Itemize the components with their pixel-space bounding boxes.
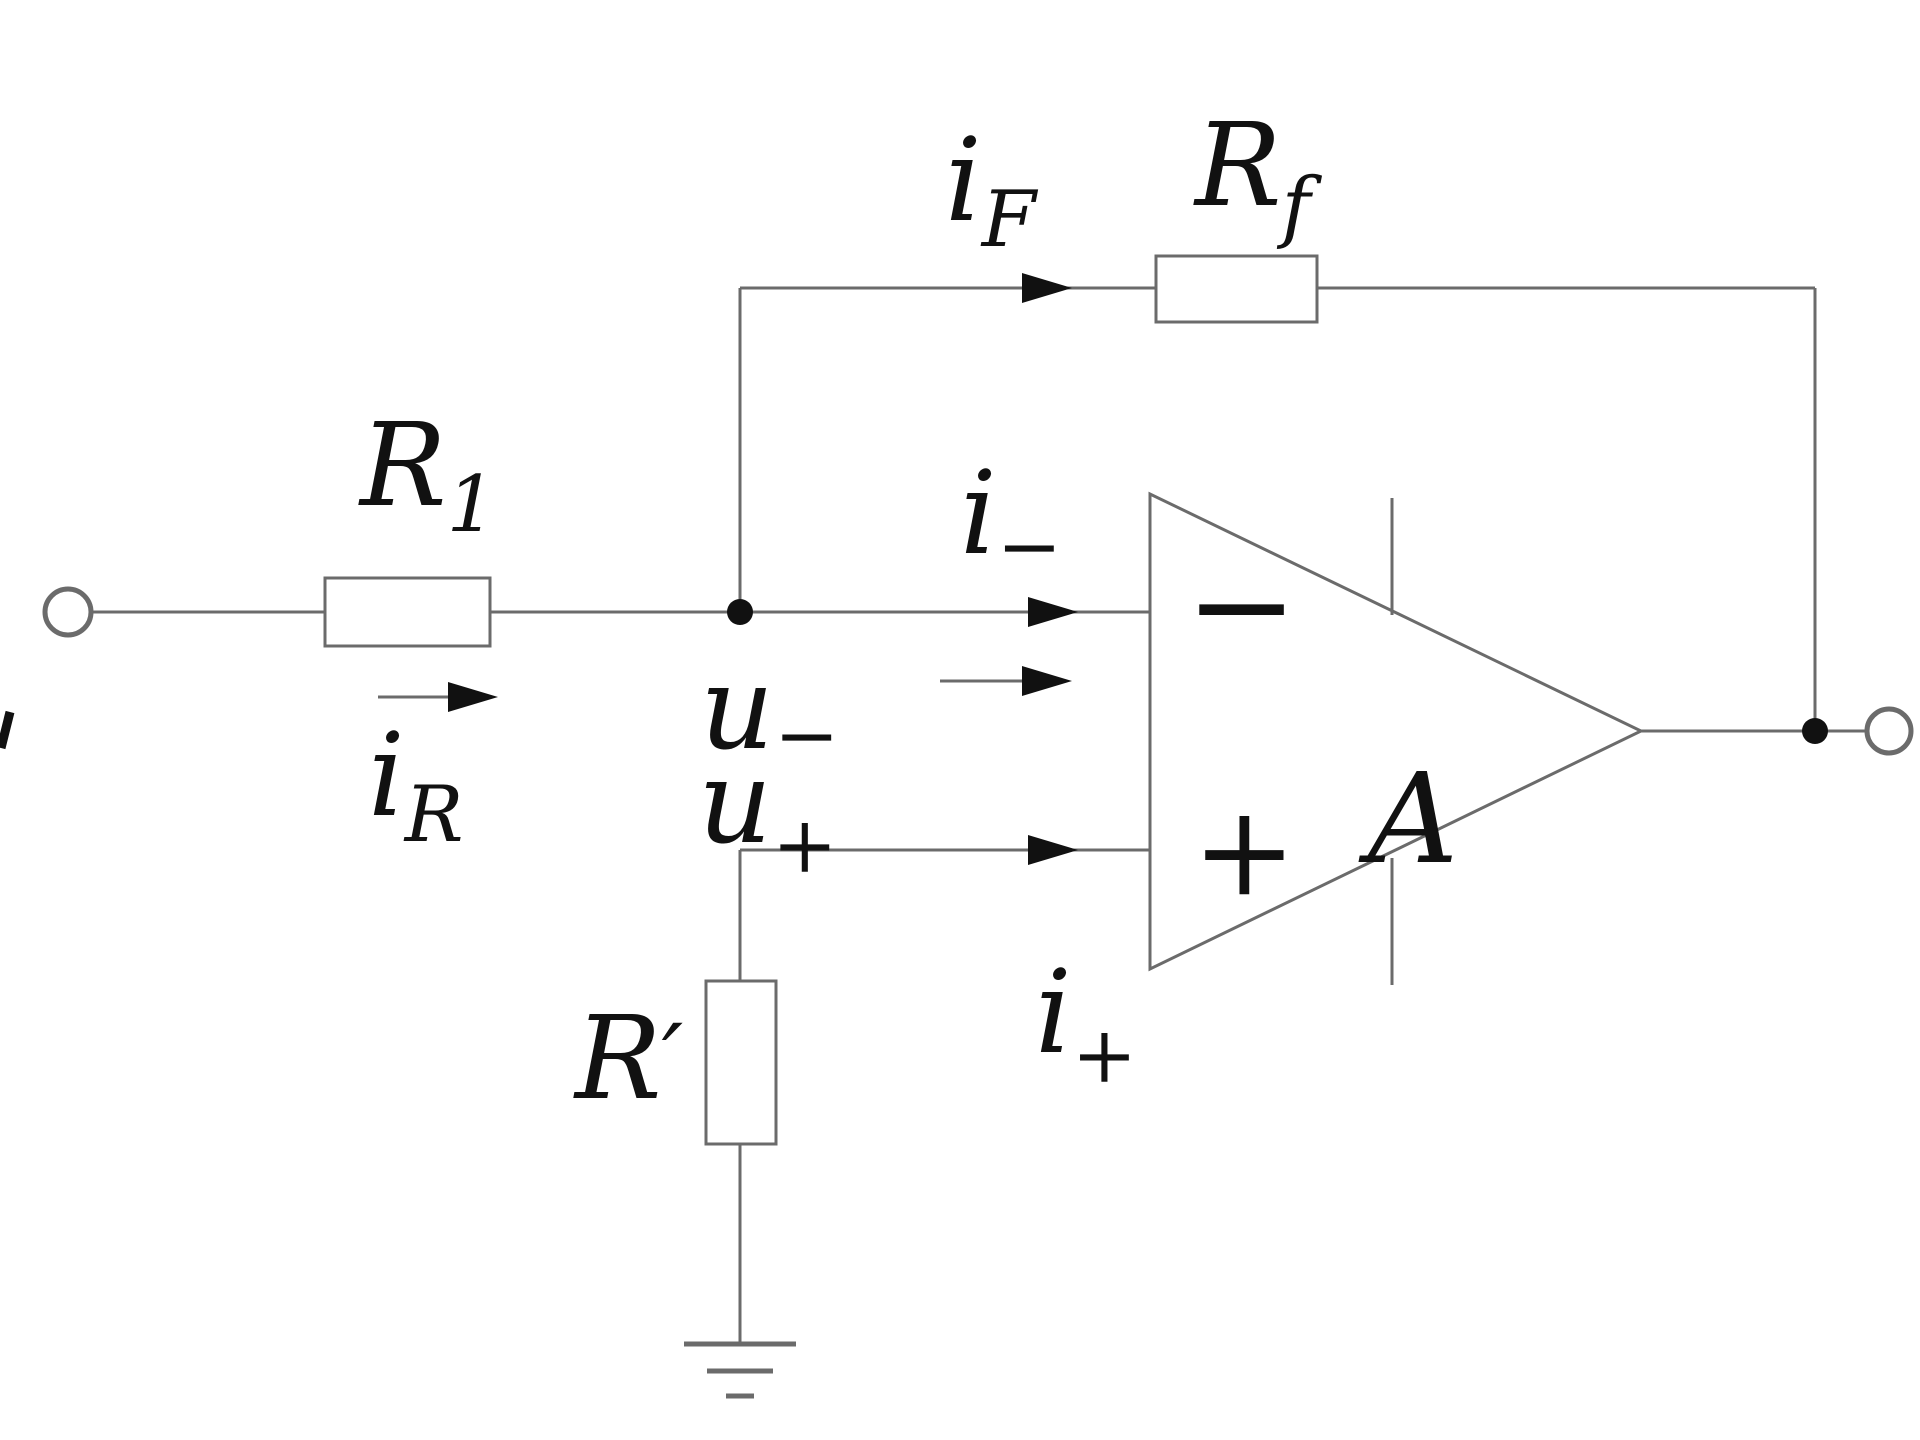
arrowhead-if-icon: [1022, 273, 1072, 303]
arrowhead-iplus-icon: [1028, 835, 1078, 865]
label-ir: iR: [368, 709, 464, 860]
node-dot-inverting: [727, 599, 753, 625]
resistor-r1-body: [323, 576, 492, 648]
label-r-prime: R′: [573, 992, 683, 1126]
cropped-label-fragment: [0, 710, 15, 750]
arrowhead-mid-icon: [1022, 666, 1072, 696]
opamp-noninverting-sign: +: [1192, 779, 1297, 924]
component-bodies: [323, 254, 1645, 1146]
input-terminal: [42, 586, 94, 638]
opamp-inverting-sign: −: [1185, 527, 1298, 684]
resistor-rprime-body: [704, 979, 778, 1146]
output-terminal: [1864, 706, 1914, 756]
label-r1: R1: [358, 399, 496, 550]
opamp-triangle: [1148, 491, 1645, 972]
label-i-minus: i−: [960, 447, 1062, 592]
resistor-rf-body: [1154, 254, 1319, 324]
label-if: iF: [945, 114, 1039, 265]
label-u-plus: u+: [698, 736, 837, 891]
node-dot-output: [1802, 718, 1828, 744]
terminals: [42, 586, 1914, 756]
wires: [91, 286, 1866, 1399]
arrowheads-and-dots: [0, 273, 1828, 865]
label-u-minus: u−: [700, 642, 839, 781]
label-opamp-gain: A: [1358, 747, 1458, 892]
label-i-plus: i+: [1035, 946, 1137, 1101]
arrowhead-iminus-icon: [1028, 597, 1078, 627]
arrowhead-ir-icon: [448, 682, 498, 712]
